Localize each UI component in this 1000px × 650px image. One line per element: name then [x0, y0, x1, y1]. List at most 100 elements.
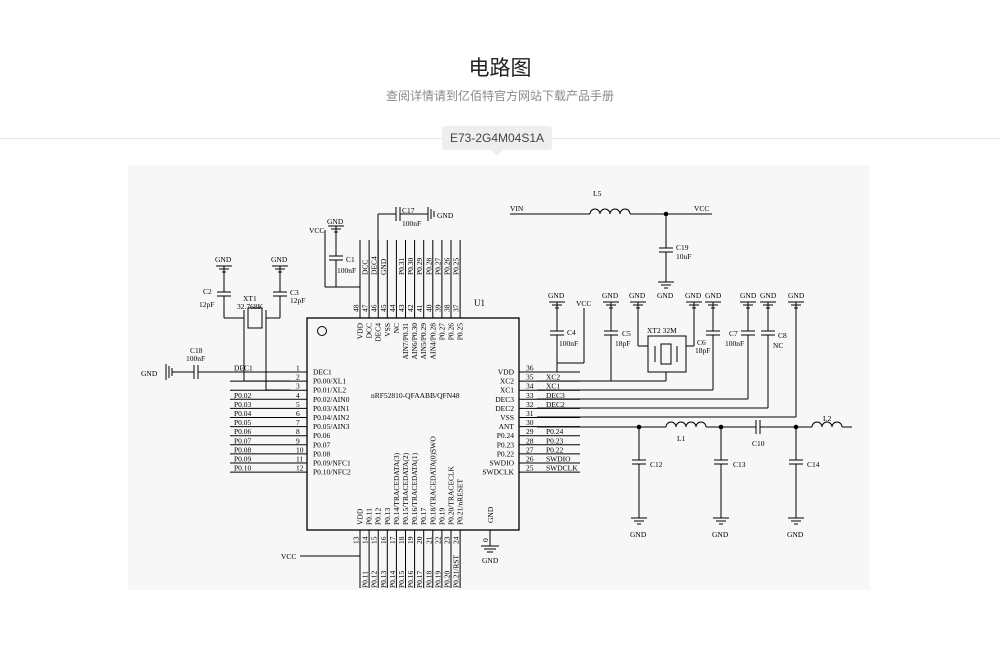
inductor-l5 — [589, 208, 631, 215]
left-pin-name: P0.06 — [313, 431, 331, 440]
capacitor-c19 — [659, 247, 673, 253]
left-pin-name: P0.03/AIN1 — [313, 404, 350, 413]
top-net-label: P0.28 — [424, 257, 433, 275]
top-pin-name: NC — [392, 323, 401, 333]
top-pin-name: VSS — [383, 323, 392, 337]
bottom-pin-name: P0.13 — [383, 507, 392, 525]
c1-value: 100nF — [337, 266, 356, 275]
left-net-label: P0.08 — [234, 445, 252, 454]
top-pin-number: 48 — [352, 304, 361, 312]
capacitor-c17 — [395, 207, 401, 221]
c6-label: C6 — [697, 338, 706, 347]
l5-label: L5 — [593, 189, 602, 198]
gnd-label-c3: GND — [271, 255, 288, 264]
c5-value: 18pF — [615, 339, 630, 348]
vcc-label-vin: VCC — [694, 204, 709, 213]
left-pin-name: P0.05/AIN3 — [313, 422, 350, 431]
capacitor-c6 — [706, 330, 720, 336]
gnd-label-c17: GND — [437, 211, 454, 220]
c10-label: C10 — [752, 439, 765, 448]
right-net-label: XC1 — [546, 382, 560, 391]
c2-value: 12pF — [199, 300, 214, 309]
right-pin-name: XC1 — [500, 386, 514, 395]
top-pin-number: 40 — [424, 304, 433, 312]
right-pin-number: 31 — [526, 409, 534, 418]
bottom-pin-number: 13 — [352, 536, 361, 544]
left-pin-number: 9 — [296, 436, 300, 445]
gnd-label-c2: GND — [215, 255, 232, 264]
c5-label: C5 — [622, 329, 631, 338]
gnd-label-vss: GND — [788, 291, 805, 300]
ground-symbol-c17 — [427, 207, 435, 221]
bottom-pin-number: 15 — [370, 536, 379, 544]
left-pin-name: P0.10/NFC2 — [313, 468, 351, 477]
capacitor-c3 — [273, 291, 287, 297]
left-pin-name: P0.09/NFC1 — [313, 459, 351, 468]
bottom-pin-name: P0.12 — [374, 507, 383, 525]
gnd-label-c14: GND — [787, 530, 804, 539]
chip-part: nRF52810-QFAABB/QFN48 — [371, 391, 460, 400]
left-pin-name: DEC1 — [313, 368, 332, 377]
left-pin-name: P0.02/AIN0 — [313, 395, 350, 404]
chip-u1-body — [306, 317, 520, 531]
bottom-pin-name: P0.21/nRESET — [456, 479, 465, 525]
gnd-label-c19: GND — [657, 291, 674, 300]
tab-model[interactable]: E73-2G4M04S1A — [442, 126, 552, 150]
capacitor-c18 — [193, 365, 199, 379]
c8-value: NC — [773, 341, 783, 350]
right-pin-number: 35 — [526, 373, 534, 382]
gnd-label-chip: GND — [482, 556, 499, 565]
gnd-label-c1: GND — [327, 217, 344, 226]
inductor-l1 — [665, 421, 707, 428]
c4-label: C4 — [567, 328, 576, 337]
right-net-label: P0.24 — [546, 427, 564, 436]
top-pin-name: P0.26 — [447, 323, 456, 341]
bottom-pin-name: P0.18/TRACEDATA(0)SWO — [428, 436, 437, 525]
left-net-label: P0.02 — [234, 391, 252, 400]
c14-label: C14 — [807, 460, 820, 469]
left-pin-number: 10 — [296, 445, 304, 454]
right-pin-number: 28 — [526, 436, 534, 445]
bottom-pin-name: P0.20/TRACECLK — [447, 465, 456, 525]
bottom-net-label: P0.12 — [370, 570, 379, 588]
xt2-label: XT2 32M — [647, 326, 677, 335]
top-pin-number: 44 — [388, 304, 397, 312]
bottom-pin-name: P0.11 — [365, 508, 374, 525]
ground-symbol-xt2b — [686, 301, 702, 309]
vcc-label-c1: VCC — [309, 226, 324, 235]
c4-value: 100nF — [559, 339, 578, 348]
bottom-pin-name: P0.15/TRACEDATA(2) — [401, 452, 410, 525]
left-pin-number: 6 — [296, 409, 300, 418]
left-pin-number: 1 — [296, 364, 300, 373]
left-net-label: P0.06 — [234, 427, 252, 436]
capacitor-c4 — [550, 330, 564, 336]
top-pin-number: 43 — [397, 304, 406, 312]
gnd-pin-name: GND — [486, 506, 495, 523]
bottom-net-label: P0.14 — [388, 570, 397, 588]
capacitor-c12 — [632, 459, 646, 465]
crystal-xt2 — [647, 335, 687, 373]
right-net-label: P0.23 — [546, 436, 564, 445]
right-pin-name: DEC3 — [495, 395, 514, 404]
right-pin-name: ANT — [499, 422, 515, 431]
bottom-pin-name: VDD — [356, 508, 365, 525]
gnd-label-c18: GND — [141, 369, 158, 378]
capacitor-c8 — [761, 330, 775, 336]
vcc-label-c4: VCC — [576, 299, 591, 308]
top-pin-name: AIN6/P0.30 — [410, 323, 419, 360]
left-net-label: P0.10 — [234, 464, 252, 473]
bottom-pin-name: P0.19 — [437, 507, 446, 525]
c18-label: C18 — [190, 346, 203, 355]
c7-label: C7 — [729, 329, 738, 338]
gnd-label-c12: GND — [630, 530, 647, 539]
left-pin-name: P0.01/XL2 — [313, 386, 346, 395]
top-pin-name: VDD — [356, 322, 365, 339]
right-net-label: XC2 — [546, 373, 560, 382]
gnd-label-c4: GND — [548, 291, 565, 300]
c3-label: C3 — [290, 288, 299, 297]
ground-symbol-c18 — [165, 364, 173, 380]
left-net-label: P0.07 — [234, 436, 252, 445]
bottom-pin-number: 22 — [433, 536, 442, 544]
c2-label: C2 — [203, 287, 212, 296]
